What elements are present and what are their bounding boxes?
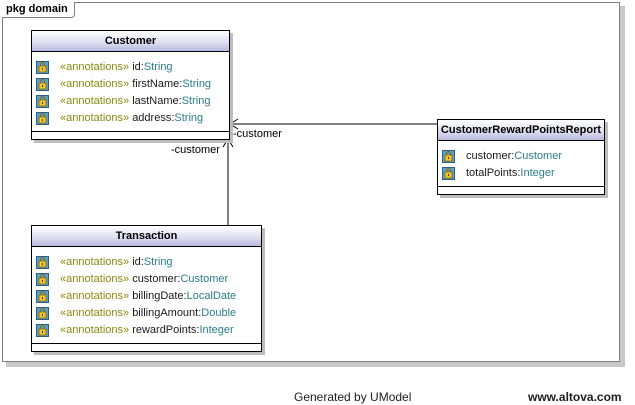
attribute-type: Customer [180,273,229,285]
operation-compartment [438,187,604,194]
attribute-stereotype: «annotations» [60,95,130,107]
private-attribute-icon [442,167,455,180]
attribute-list: «annotations» id:String «annotations» cu… [32,247,261,344]
role-label-report-customer: -customer [233,128,282,140]
attribute-type: String [143,256,173,268]
attribute-row[interactable]: «annotations» customer:Customer [32,271,261,288]
operation-compartment [32,344,261,351]
private-attribute-icon [36,290,49,303]
attribute-stereotype: «annotations» [60,290,130,302]
frame-shadow-right [620,6,625,367]
attribute-row[interactable]: customer:Customer [438,148,604,165]
private-attribute-icon [36,307,49,320]
attribute-type: String [182,78,212,90]
attribute-stereotype: «annotations» [60,273,130,285]
class-name: CustomerRewardPointsReport [438,120,604,141]
attribute-name: lastName: [132,95,182,107]
attribute-name: rewardPoints: [132,324,200,336]
attribute-row[interactable]: «annotations» id:String [32,59,229,76]
attribute-stereotype: «annotations» [60,61,130,73]
attribute-type: Double [201,307,237,319]
attribute-name: id: [132,61,144,73]
attribute-row[interactable]: «annotations» rewardPoints:Integer [32,322,261,339]
private-attribute-icon [36,78,49,91]
private-attribute-icon [36,324,49,337]
attribute-name: id: [132,256,144,268]
private-attribute-icon [442,150,455,163]
attribute-row[interactable]: «annotations» firstName:String [32,76,229,93]
role-label-transaction-customer: -customer [171,144,220,156]
package-frame [2,2,620,362]
attribute-type: String [143,61,173,73]
footer-generated-by: Generated by UModel [294,390,412,404]
attribute-stereotype: «annotations» [60,307,130,319]
attribute-row[interactable]: «annotations» address:String [32,110,229,127]
attribute-stereotype: «annotations» [60,78,130,90]
attribute-name: totalPoints: [466,167,521,179]
attribute-type: Integer [199,324,234,336]
attribute-stereotype: «annotations» [60,112,130,124]
attribute-row[interactable]: «annotations» lastName:String [32,93,229,110]
attribute-name: address: [132,112,175,124]
class-name: Transaction [32,226,261,247]
attribute-name: billingAmount: [132,307,202,319]
attribute-stereotype: «annotations» [60,256,130,268]
attribute-list: «annotations» id:String «annotations» fi… [32,52,229,132]
private-attribute-icon [36,273,49,286]
attribute-name: customer: [466,150,515,162]
frame-shadow-bottom [6,362,625,367]
attribute-type: String [174,112,204,124]
attribute-type: Integer [520,167,555,179]
class-transaction[interactable]: Transaction «annotations» id:String «ann… [31,225,262,352]
attribute-list: customer:Customer totalPoints:Integer [438,141,604,187]
attribute-name: billingDate: [132,290,187,302]
attribute-type: Customer [514,150,562,162]
arrowhead-report-customer [229,118,239,130]
class-customer-reward-points-report[interactable]: CustomerRewardPointsReport customer:Cust… [437,119,605,195]
class-customer[interactable]: Customer «annotations» id:String «annota… [31,30,230,140]
attribute-type: String [181,95,211,107]
operation-compartment [32,132,229,139]
private-attribute-icon [36,95,49,108]
private-attribute-icon [36,112,49,125]
attribute-row[interactable]: «annotations» billingAmount:Double [32,305,261,322]
private-attribute-icon [36,61,49,74]
attribute-row[interactable]: totalPoints:Integer [438,165,604,182]
footer-site-link[interactable]: www.altova.com [528,390,622,404]
attribute-name: customer: [132,273,181,285]
attribute-name: firstName: [132,78,183,90]
private-attribute-icon [36,256,49,269]
attribute-type: LocalDate [186,290,237,302]
package-label: pkg domain [2,2,75,18]
class-name: Customer [32,31,229,52]
attribute-row[interactable]: «annotations» id:String [32,254,261,271]
attribute-row[interactable]: «annotations» billingDate:LocalDate [32,288,261,305]
attribute-stereotype: «annotations» [60,324,130,336]
